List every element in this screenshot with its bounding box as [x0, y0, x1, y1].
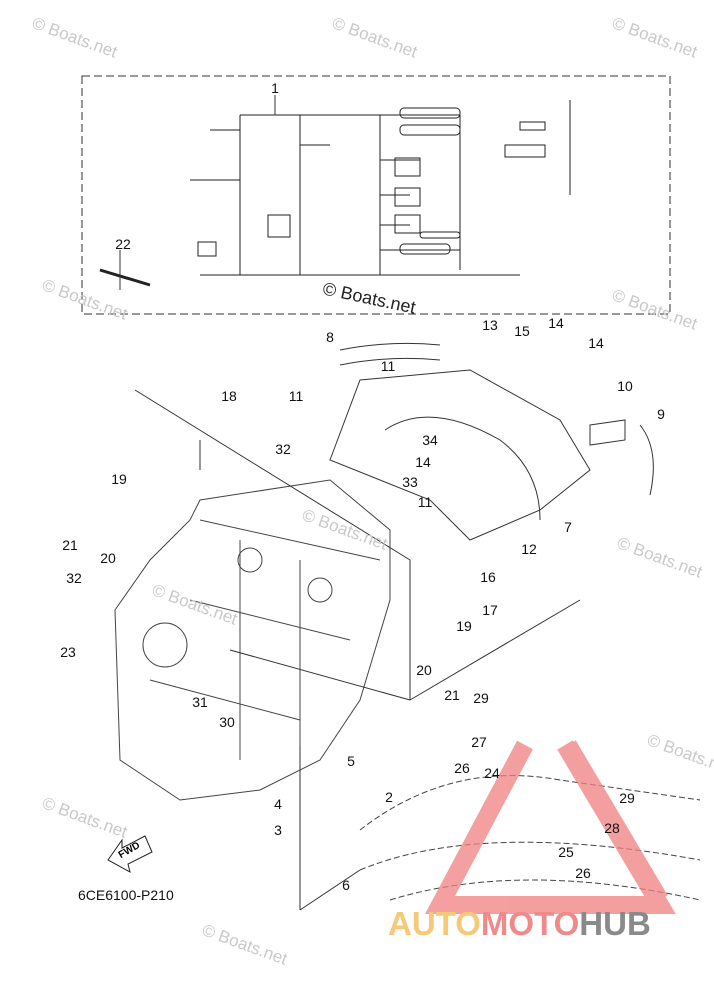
part-callout-3[interactable]: 3 [274, 822, 282, 838]
part-callout-16[interactable]: 16 [480, 569, 496, 585]
part-code: 6CE6100-P210 [78, 887, 174, 903]
part-callout-33[interactable]: 33 [402, 474, 418, 490]
part-callout-30[interactable]: 30 [219, 714, 235, 730]
part-callout-32[interactable]: 32 [275, 441, 291, 457]
part-callout-18[interactable]: 18 [221, 388, 237, 404]
part-callout-24[interactable]: 24 [484, 765, 500, 781]
brand-part1: AUTO [388, 905, 481, 942]
part-callout-11[interactable]: 11 [380, 358, 396, 374]
part-callout-21[interactable]: 21 [62, 537, 78, 553]
automotohub-logo-mark [425, 740, 676, 914]
leader-lines [119, 95, 581, 911]
part-callout-17[interactable]: 17 [482, 602, 498, 618]
part-callout-34[interactable]: 34 [422, 432, 438, 448]
part-callout-23[interactable]: 23 [60, 644, 76, 660]
wire-harness [99, 100, 571, 287]
brand-part2: MOTO [480, 905, 580, 942]
part-callout-10[interactable]: 10 [617, 378, 633, 394]
part-callout-28[interactable]: 28 [604, 820, 620, 836]
part-callout-4[interactable]: 4 [274, 796, 282, 812]
brand-logo-text: AUTOMOTOHUB [388, 905, 651, 943]
part-callout-26[interactable]: 26 [454, 760, 470, 776]
part-callout-8[interactable]: 8 [326, 329, 334, 345]
part-callout-1[interactable]: 1 [271, 80, 279, 96]
part-callout-5[interactable]: 5 [347, 753, 355, 769]
part-callout-12[interactable]: 12 [521, 541, 537, 557]
part-callout-19[interactable]: 19 [111, 471, 127, 487]
part-callout-26[interactable]: 26 [575, 865, 591, 881]
part-callout-14[interactable]: 14 [415, 454, 431, 470]
engine-block [114, 479, 391, 801]
part-callout-20[interactable]: 20 [416, 662, 432, 678]
fwd-arrow [107, 835, 153, 873]
wire-harness-group-box [81, 75, 671, 315]
part-callout-15[interactable]: 15 [514, 323, 530, 339]
part-callout-11[interactable]: 11 [288, 388, 304, 404]
part-callout-27[interactable]: 27 [471, 734, 487, 750]
part-callout-20[interactable]: 20 [100, 550, 116, 566]
part-callout-11[interactable]: 11 [417, 494, 433, 510]
part-callout-7[interactable]: 7 [564, 519, 572, 535]
part-callout-29[interactable]: 29 [473, 690, 489, 706]
part-callout-31[interactable]: 31 [192, 694, 208, 710]
part-callout-21[interactable]: 21 [444, 687, 460, 703]
part-callout-22[interactable]: 22 [115, 236, 131, 252]
part-callout-9[interactable]: 9 [657, 406, 665, 422]
part-callout-13[interactable]: 13 [482, 317, 498, 333]
part-callout-2[interactable]: 2 [385, 789, 393, 805]
part-callout-29[interactable]: 29 [619, 790, 635, 806]
part-callout-14[interactable]: 14 [588, 335, 604, 351]
part-callout-32[interactable]: 32 [66, 570, 82, 586]
part-callout-19[interactable]: 19 [456, 618, 472, 634]
part-callout-6[interactable]: 6 [342, 877, 350, 893]
bracket-assembly [329, 342, 654, 541]
part-callout-25[interactable]: 25 [558, 844, 574, 860]
part-callout-14[interactable]: 14 [548, 315, 564, 331]
brand-part3: HUB [579, 905, 651, 942]
